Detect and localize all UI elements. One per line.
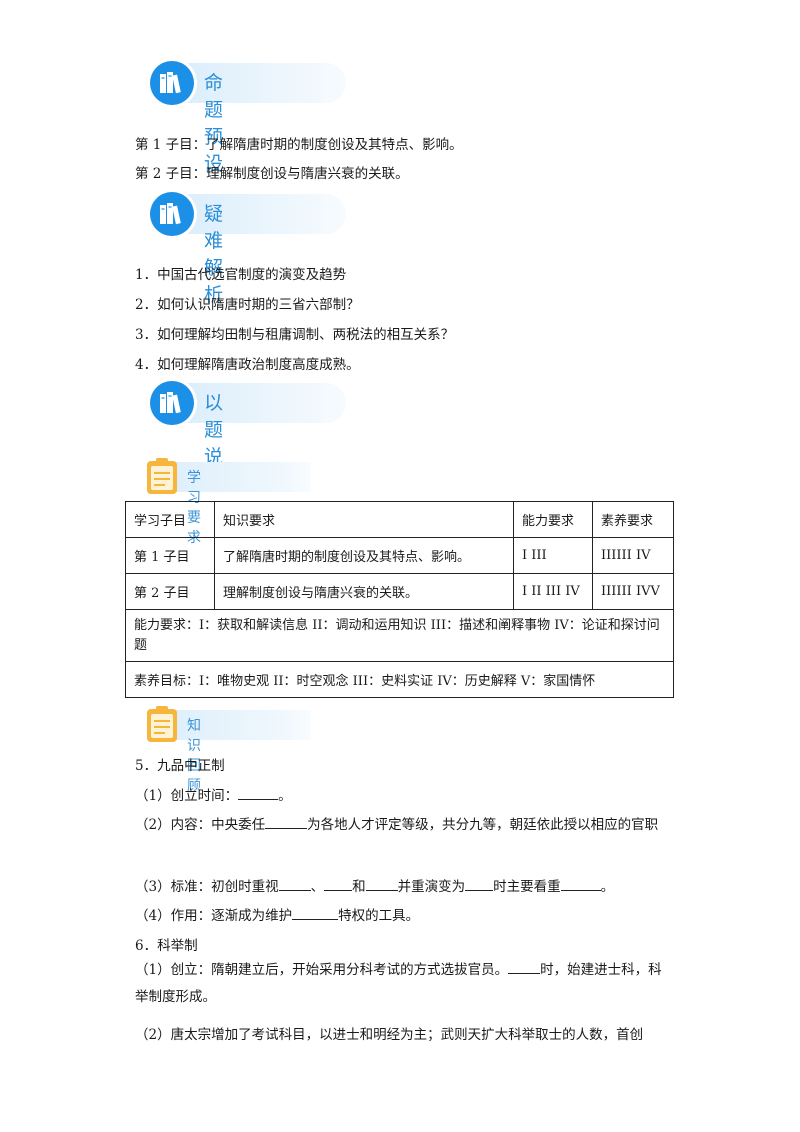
- table-header-cell: 能力要求: [513, 501, 593, 538]
- fill-blank[interactable]: [292, 906, 339, 920]
- fill-blank[interactable]: [265, 815, 308, 829]
- table-header-cell: 学习子目: [125, 501, 215, 538]
- question-text: （1）创立时间：: [135, 788, 239, 804]
- table-cell: I II III IV: [513, 573, 593, 610]
- question-line: （4）作用：逐渐成为维护 特权的工具。: [135, 904, 419, 924]
- difficulty-item: 2．如何认识隋唐时期的三省六部制？: [135, 297, 360, 313]
- question-text: 并重演变为: [397, 879, 466, 895]
- table-cell: 了解隋唐时期的制度创设及其特点、影响。: [214, 537, 514, 574]
- table-header-row: 学习子目 知识要求 能力要求 素养要求: [125, 501, 674, 538]
- fill-blank[interactable]: [324, 877, 353, 891]
- fill-blank[interactable]: [238, 786, 279, 800]
- question-line: （3）标准：初创时重视 、 和 并重演变为 时主要看重 。: [135, 875, 614, 895]
- question-text: （1）创立：隋朝建立后，开始采用分科考试的方式选拔官员。: [135, 962, 509, 978]
- table-cell: 第 1 子目: [125, 537, 215, 574]
- question-text: （3）标准：初创时重视: [135, 879, 279, 895]
- table-cell: 理解制度创设与隋唐兴衰的关联。: [214, 573, 514, 610]
- question-title: 5．九品中正制: [135, 758, 225, 774]
- difficulty-item: 4．如何理解隋唐政治制度高度成熟。: [135, 357, 360, 373]
- table-header-cell: 素养要求: [592, 501, 674, 538]
- question-line: （1）创立：隋朝建立后，开始采用分科考试的方式选拔官员。时，始建进士科，科举制度…: [135, 957, 675, 1011]
- fill-blank[interactable]: [508, 960, 541, 974]
- table-row: 第 1 子目 了解隋唐时期的制度创设及其特点、影响。 I III IIIIII …: [125, 537, 674, 574]
- fill-blank[interactable]: [278, 877, 311, 891]
- table-header-cell: 知识要求: [214, 501, 514, 538]
- clipboard-icon: [147, 706, 177, 742]
- section-title: 命题预设: [204, 72, 237, 175]
- question-line: （2）唐太宗增加了考试科目，以进士和明经为主；武则天扩大科举取士的人数，首创: [135, 1027, 644, 1043]
- clipboard-icon: [147, 458, 177, 494]
- table-cell: 第 2 子目: [125, 573, 215, 610]
- question-title: 6．科举制: [135, 938, 198, 954]
- question-text: 、: [310, 879, 325, 895]
- table-row: 第 2 子目 理解制度创设与隋唐兴衰的关联。 I II III IV IIIII…: [125, 573, 674, 610]
- question-text: （4）作用：逐渐成为维护: [135, 908, 293, 924]
- fill-blank[interactable]: [365, 877, 398, 891]
- question-text: 特权的工具。: [338, 908, 420, 924]
- difficulty-item: 3．如何理解均田制与租庸调制、两税法的相互关系？: [135, 327, 455, 343]
- question-line: （1）创立时间： 。: [135, 784, 292, 804]
- table-cell: IIIIII IV: [592, 537, 674, 574]
- table-note-row: 素养目标：I：唯物史观 II：时空观念 III：史料实证 IV：历史解释 V：家…: [125, 661, 674, 698]
- preset-line-2: 第 2 子目：理解制度创设与隋唐兴衰的关联。: [135, 166, 409, 182]
- question-text: 和: [352, 879, 366, 895]
- fill-blank[interactable]: [560, 877, 601, 891]
- question-text: 时，始建进士科，科举制度形成。: [135, 962, 662, 1005]
- question-text: （2）内容：中央委任: [135, 817, 266, 833]
- requirements-table: 学习子目 知识要求 能力要求 素养要求 第 1 子目 了解隋唐时期的制度创设及其…: [125, 501, 674, 698]
- question-text: 时主要看重: [493, 879, 561, 895]
- table-cell: IIIIII IVV: [592, 573, 674, 610]
- literacy-note: 素养目标：I：唯物史观 II：时空观念 III：史料实证 IV：历史解释 V：家…: [125, 661, 674, 698]
- section-title: 疑难解析: [204, 203, 237, 306]
- table-note-row: 能力要求：I：获取和解读信息 II：调动和运用知识 III：描述和阐释事物 IV…: [125, 609, 674, 662]
- ability-note: 能力要求：I：获取和解读信息 II：调动和运用知识 III：描述和阐释事物 IV…: [125, 609, 674, 662]
- subsection-title: 知识回顾: [187, 718, 215, 794]
- question-text: 为各地人才评定等级，共分九等，朝廷依此授以相应的官职: [307, 817, 659, 833]
- subsection-bar: [161, 710, 311, 740]
- question-line: （2）内容：中央委任 为各地人才评定等级，共分九等，朝廷依此授以相应的官职: [135, 812, 675, 839]
- books-icon: [150, 381, 194, 425]
- books-icon: [150, 192, 194, 236]
- subsection-bar: [161, 462, 311, 492]
- difficulty-item: 1．中国古代选官制度的演变及趋势: [135, 267, 347, 283]
- preset-line-1: 第 1 子目：了解隋唐时期的制度创设及其特点、影响。: [135, 137, 463, 153]
- question-text: 。: [278, 788, 292, 804]
- table-cell: I III: [513, 537, 593, 574]
- fill-blank[interactable]: [465, 877, 494, 891]
- books-icon: [150, 61, 194, 105]
- question-text: 。: [600, 879, 615, 895]
